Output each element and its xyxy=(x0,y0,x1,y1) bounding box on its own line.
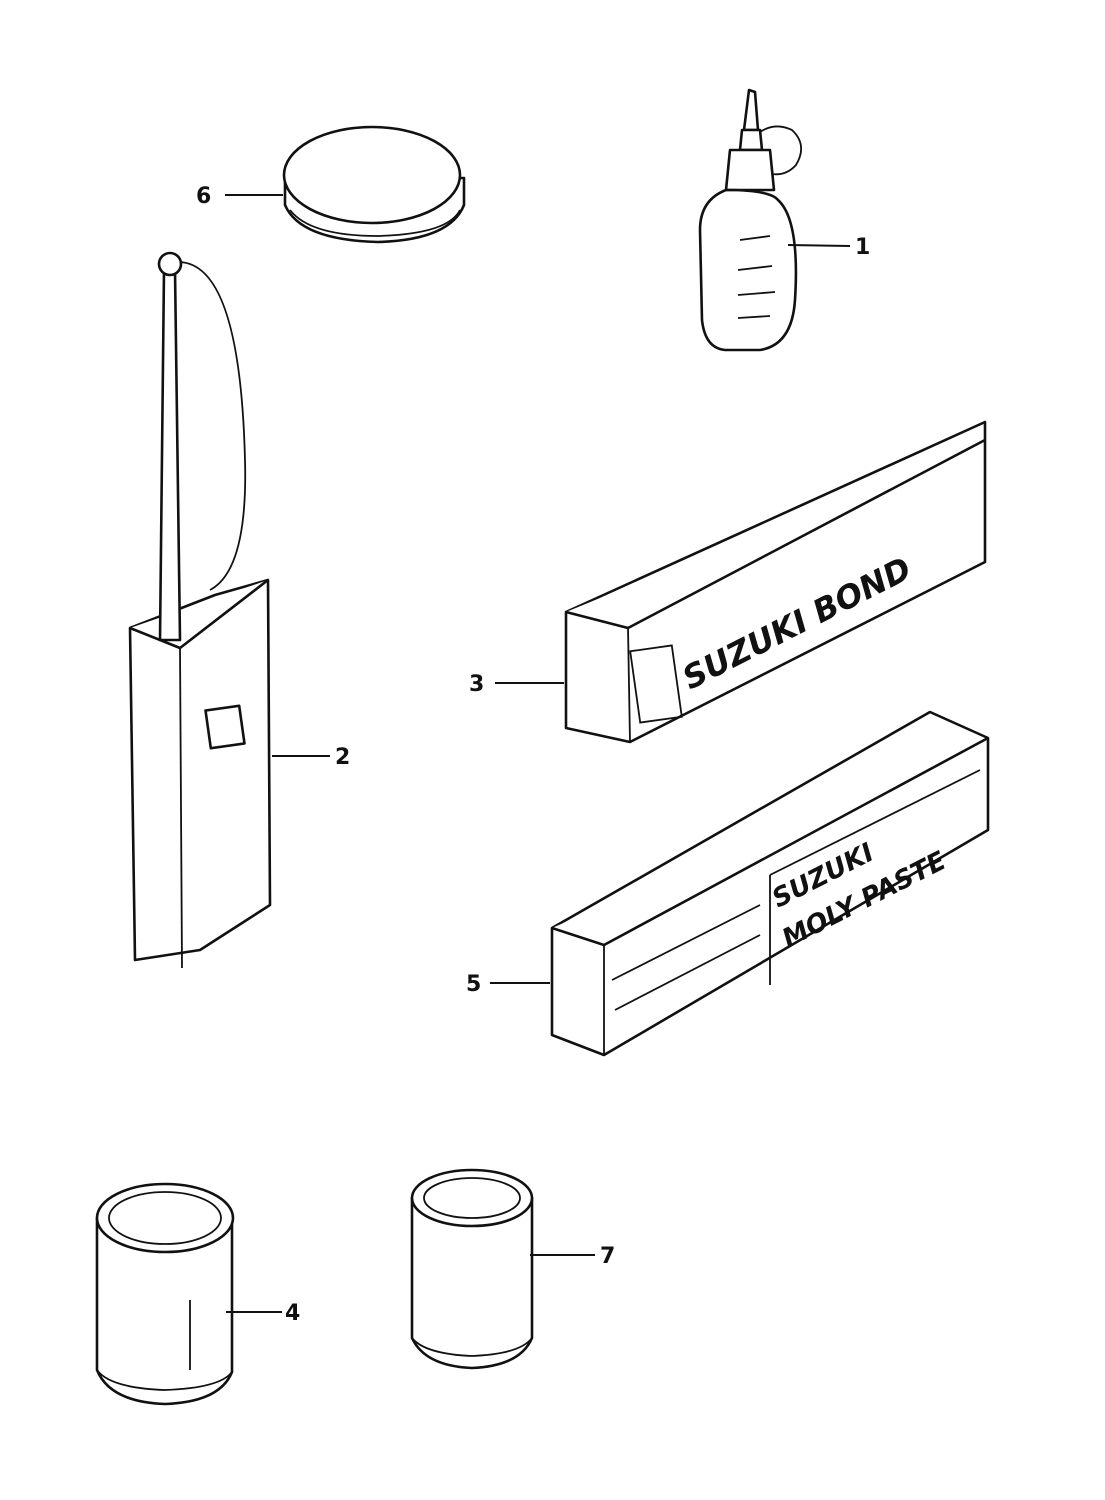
part-2-oil-can xyxy=(128,251,330,969)
callout-6: 6 xyxy=(196,184,211,209)
callout-1: 1 xyxy=(855,235,870,260)
callout-7: 7 xyxy=(600,1244,615,1269)
callout-5: 5 xyxy=(466,972,481,997)
part-6-round-tin xyxy=(225,125,466,244)
part-4-tall-can xyxy=(95,1182,282,1406)
part-3-bond-box xyxy=(495,420,987,744)
part-5-moly-paste-box xyxy=(490,710,990,1057)
callout-4: 4 xyxy=(285,1301,300,1326)
callout-3: 3 xyxy=(469,672,484,697)
part-1-grease-bottle xyxy=(698,88,851,352)
part-7-short-can xyxy=(410,1168,595,1370)
callout-2: 2 xyxy=(335,745,350,770)
